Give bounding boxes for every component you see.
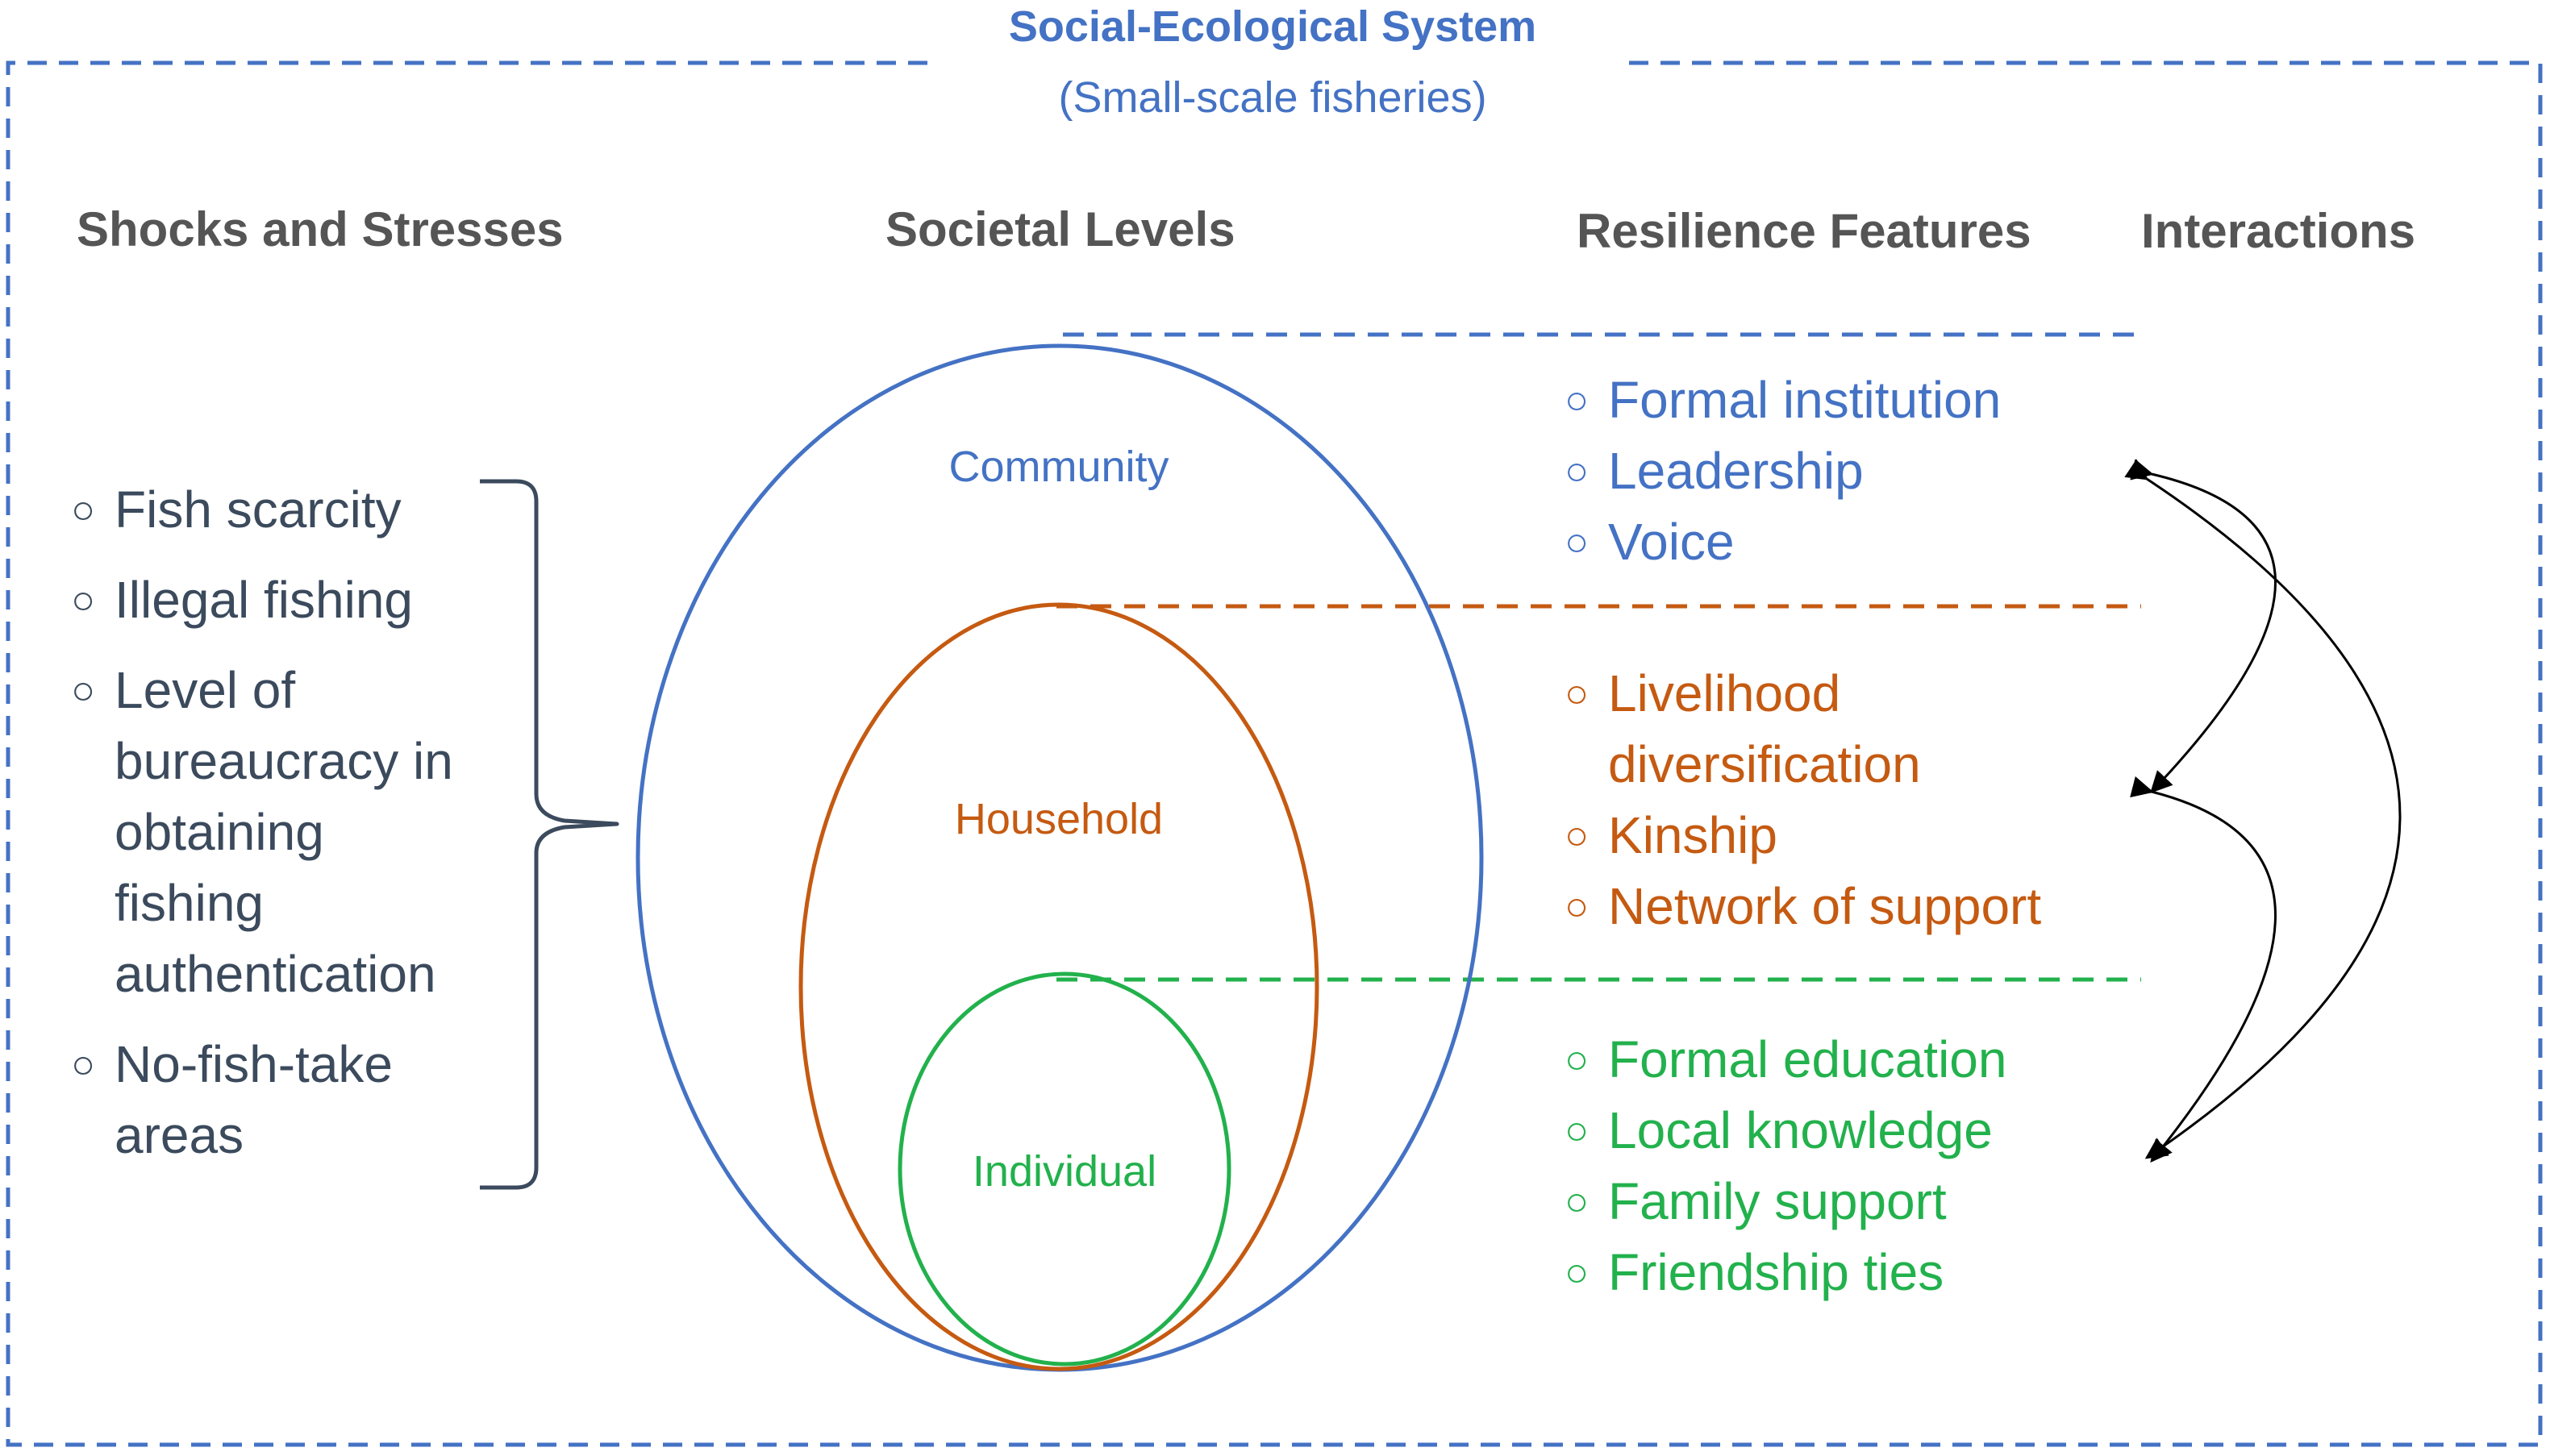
list-item-line: Family support — [1608, 1172, 1947, 1230]
circle-bullet-icon: ○ — [71, 487, 96, 532]
system-boundary-frame — [6, 60, 2543, 1447]
list-item-line: Local knowledge — [1608, 1101, 1993, 1159]
circle-bullet-icon: ○ — [1565, 1250, 1590, 1295]
list-item-line: Fish scarcity — [115, 480, 402, 539]
shocks-list: ○ Fish scarcity ○ Illegal fishing ○ Level of b… — [71, 474, 453, 1171]
community-ellipse — [635, 343, 1484, 1372]
list-item: ○ Local knowledge — [1565, 1095, 2006, 1166]
list-item: ○ Kinship — [1565, 800, 2041, 871]
household-features-list: ○ Livelihood diversification ○ Kinship ○ Netwo… — [1565, 658, 2041, 942]
list-item-text: Livelihood diversification — [1608, 658, 1921, 800]
list-item-line: diversification — [1608, 735, 1921, 793]
list-item-text: Leadership — [1608, 435, 1864, 506]
level-label-community: Community — [948, 443, 1169, 491]
list-item-line: Voice — [1608, 513, 1735, 571]
list-item-line: Leadership — [1608, 442, 1864, 500]
community-features-list: ○ Formal institution ○ Leadership ○ Voice — [1565, 364, 2001, 577]
circle-bullet-icon: ○ — [1565, 377, 1590, 422]
list-item-line: Illegal fishing — [115, 571, 413, 629]
heading-interactions: Interactions — [2141, 204, 2416, 258]
circle-bullet-icon: ○ — [1565, 1179, 1590, 1224]
individual-ellipse — [898, 971, 1231, 1367]
list-item: ○ Formal education — [1565, 1024, 2006, 1095]
list-item-line: areas — [115, 1106, 244, 1164]
circle-bullet-icon: ○ — [1565, 1037, 1590, 1082]
list-item-text: Family support — [1608, 1166, 1947, 1237]
list-item: ○ Network of support — [1565, 871, 2041, 942]
list-item: ○ Level of bureaucracy in obtaining fishing a… — [71, 655, 453, 1009]
list-item-text: Voice — [1608, 506, 1735, 577]
heading-levels: Societal Levels — [885, 202, 1235, 256]
list-item-text: Friendship ties — [1608, 1237, 1944, 1308]
list-item-line: No-fish-take — [115, 1035, 393, 1093]
circle-bullet-icon: ○ — [1565, 519, 1590, 564]
heading-shocks: Shocks and Stresses — [77, 202, 564, 256]
list-item-text: Formal institution — [1608, 364, 2001, 435]
list-item: ○ Fish scarcity — [71, 474, 453, 545]
list-item: ○ Livelihood diversification — [1565, 658, 2041, 800]
list-item: ○ Voice — [1565, 506, 2001, 577]
list-item-line: Level of — [115, 661, 296, 719]
diagram-subtitle: (Small-scale fisheries) — [1058, 73, 1487, 122]
list-item: ○ No-fish-take areas — [71, 1029, 453, 1171]
list-item-text: Illegal fishing — [115, 564, 413, 635]
list-item-line: obtaining — [115, 803, 324, 861]
circle-bullet-icon: ○ — [1565, 671, 1590, 716]
circle-bullet-icon: ○ — [1565, 884, 1590, 929]
list-item-text: Fish scarcity — [115, 474, 402, 545]
list-item-text: Level of bureaucracy in obtaining fishing au… — [115, 655, 453, 1009]
circle-bullet-icon: ○ — [71, 668, 96, 713]
list-item-line: bureaucracy in — [115, 732, 453, 790]
list-item-line: Formal institution — [1608, 371, 2002, 429]
list-item: ○ Formal institution — [1565, 364, 2001, 435]
list-item-line: Network of support — [1608, 877, 2042, 935]
list-item-text: No-fish-take areas — [115, 1029, 393, 1171]
individual-features-list: ○ Formal education ○ Local knowledge ○ Family… — [1565, 1024, 2006, 1308]
circle-bullet-icon: ○ — [71, 1042, 96, 1087]
level-label-individual: Individual — [972, 1147, 1157, 1196]
heading-features: Resilience Features — [1577, 204, 2031, 258]
list-item-line: Kinship — [1608, 806, 1777, 864]
list-item-line: fishing — [115, 874, 264, 932]
circle-bullet-icon: ○ — [1565, 813, 1590, 858]
list-item-text: Local knowledge — [1608, 1095, 1993, 1166]
level-label-household: Household — [954, 795, 1164, 843]
circle-bullet-icon: ○ — [1565, 1108, 1590, 1153]
diagram-title: Social-Ecological System — [1008, 2, 1537, 51]
list-item-line: Friendship ties — [1608, 1243, 1944, 1301]
list-item-text: Kinship — [1608, 800, 1777, 871]
right-curly-brace-icon — [480, 479, 619, 1190]
list-item-line: authentication — [115, 945, 436, 1003]
list-item: ○ Illegal fishing — [71, 564, 453, 635]
list-item-text: Network of support — [1608, 871, 2041, 942]
list-item: ○ Family support — [1565, 1166, 2006, 1237]
list-item: ○ Leadership — [1565, 435, 2001, 506]
list-item-line: Livelihood — [1608, 664, 1841, 722]
list-item-line: Formal education — [1608, 1030, 2007, 1088]
household-ellipse — [798, 602, 1319, 1371]
list-item-text: Formal education — [1608, 1024, 2006, 1095]
list-item: ○ Friendship ties — [1565, 1237, 2006, 1308]
circle-bullet-icon: ○ — [71, 577, 96, 622]
curved-double-arrow-icon — [2124, 459, 2402, 1163]
circle-bullet-icon: ○ — [1565, 448, 1590, 493]
